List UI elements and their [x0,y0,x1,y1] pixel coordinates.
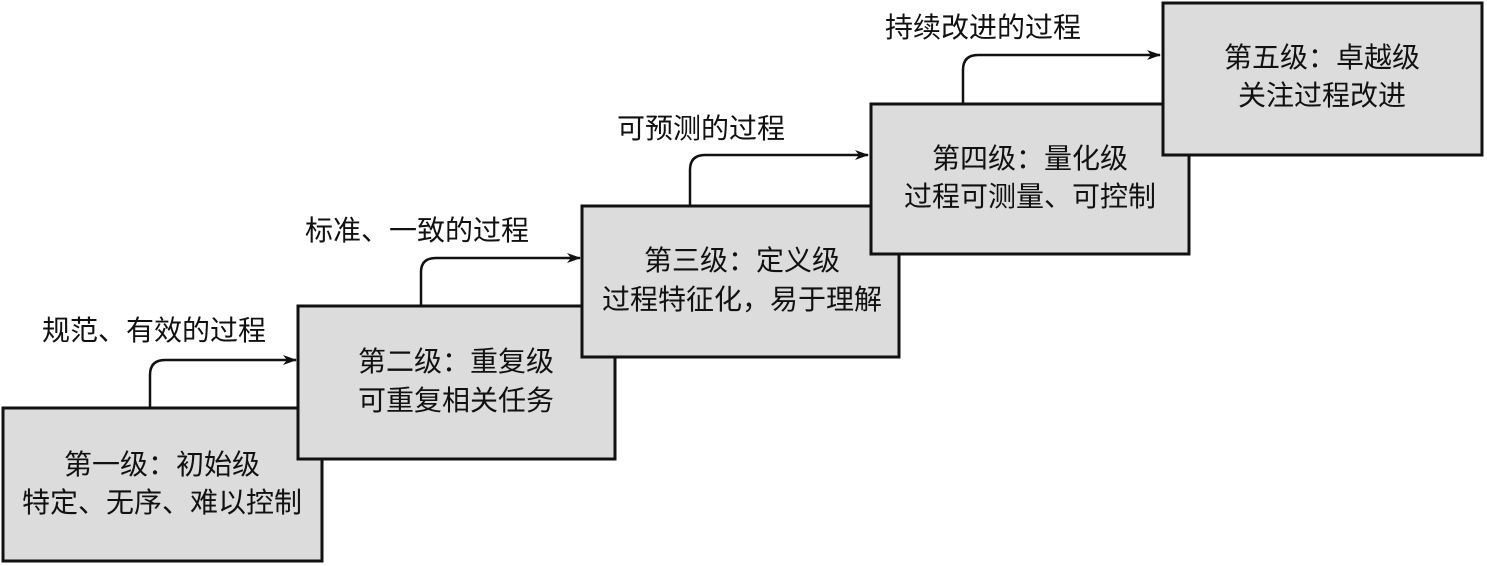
transition-label-4: 持续改进的过程 [885,11,1081,44]
arrow-2-to-3 [419,253,581,305]
level-2-desc: 可重复相关任务 [358,384,554,417]
level-5-desc: 关注过程改进 [1238,79,1406,112]
level-4-desc: 过程可测量、可控制 [904,180,1156,213]
level-5-box: 第五级：卓越级 关注过程改进 [1161,1,1484,157]
level-2-title: 第二级：重复级 [358,345,554,378]
level-3-title: 第三级：定义级 [644,244,840,277]
arrow-3-to-4 [688,150,869,205]
arrow-4-to-5 [961,50,1161,103]
transition-label-2: 标准、一致的过程 [305,214,529,247]
level-2-box: 第二级：重复级 可重复相关任务 [296,304,617,461]
level-3-desc: 过程特征化，易于理解 [602,283,882,316]
transition-label-3: 可预测的过程 [617,112,785,145]
level-1-desc: 特定、无序、难以控制 [22,486,302,519]
transition-label-1: 规范、有效的过程 [42,314,266,347]
level-4-title: 第四级：量化级 [932,142,1128,175]
level-4-box: 第四级：量化级 过程可测量、可控制 [869,102,1191,256]
level-1-title: 第一级：初始级 [64,448,260,481]
level-5-title: 第五级：卓越级 [1224,41,1420,74]
level-1-box: 第一级：初始级 特定、无序、难以控制 [1,406,324,563]
arrow-1-to-2 [148,355,297,407]
level-3-box: 第三级：定义级 过程特征化，易于理解 [580,204,901,359]
